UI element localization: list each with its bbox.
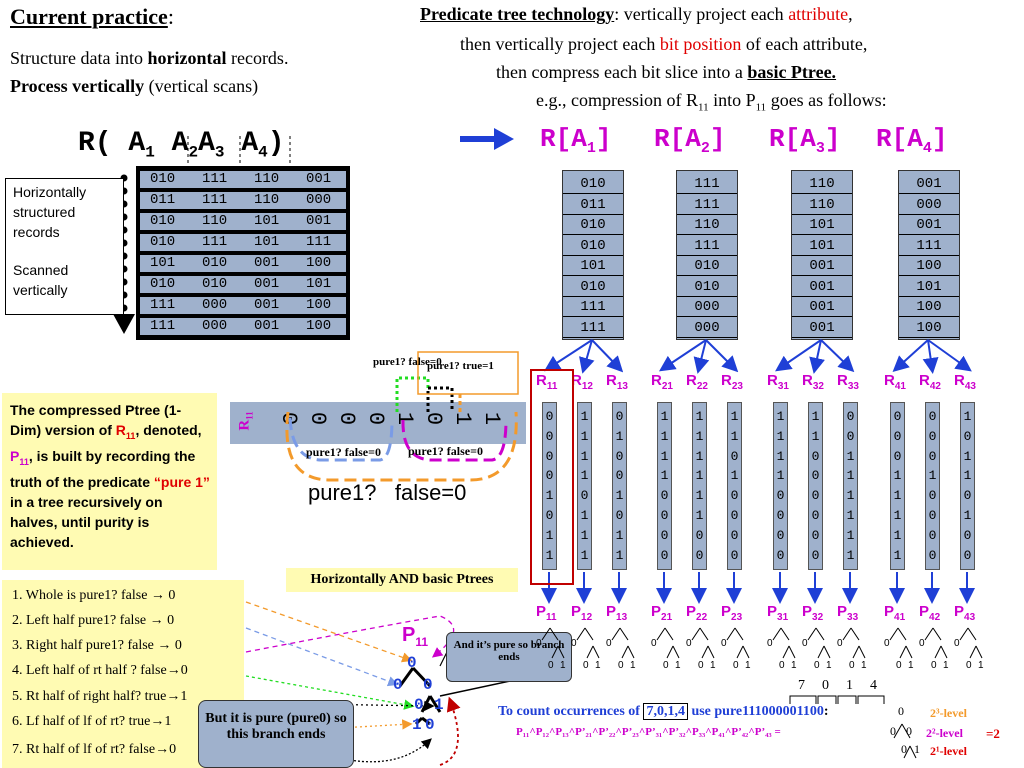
- relation-row: 101 010 001 100: [140, 255, 346, 272]
- relation-label: R( A1 A2A3 A4): [78, 128, 285, 162]
- pure1-true-label: pure1? true=1: [427, 360, 494, 372]
- relation-cell: 010: [202, 255, 228, 271]
- relation-cell: 100: [306, 318, 332, 334]
- count-line: To count occurrences of 7,0,1,4 use pure…: [498, 703, 829, 720]
- step-3: 3. Right half pure1? false → 0: [12, 638, 182, 653]
- relation-cell: 000: [202, 297, 228, 313]
- relation-cell: 001: [254, 276, 280, 292]
- pure1-left-label: pure1? false=0: [306, 445, 381, 459]
- relation-row: 111 000 001 100: [140, 297, 346, 314]
- result-node-r: 0: [906, 724, 912, 738]
- step-6: 6. Lf half of lf of rt? true→1: [12, 714, 172, 729]
- horizontal-and-label: Horizontally AND basic Ptrees: [286, 568, 518, 592]
- tree-node-left: 0: [393, 676, 403, 694]
- count-formula: P₁₁^P₁₂^P₁₃^P’₂₁^P’₂₂^P’₂₃^P’₃₁^P’₃₂^P₃₃…: [516, 726, 781, 738]
- relation-cell: 010: [150, 234, 176, 250]
- count-digit-0: 0: [822, 678, 829, 693]
- result-node-rl: 0: [901, 742, 907, 756]
- step-2: 2. Left half pure1? false → 0: [12, 613, 175, 628]
- tree-node-rlr: 0: [425, 716, 435, 734]
- relation-cell: 111: [202, 192, 228, 208]
- relation-cell: 111: [306, 234, 332, 250]
- relation-cell: 101: [254, 234, 280, 250]
- horizontal-records-note: Horizontally structured records Scanned …: [5, 178, 124, 315]
- relation-row: 010 111 110 001: [140, 171, 346, 188]
- tree-node-rl: 0: [414, 696, 424, 714]
- relation-cell: 010: [150, 171, 176, 187]
- relation-cell: 011: [150, 192, 176, 208]
- relation-cell: 001: [306, 213, 332, 229]
- level-2-2: 2²-level: [926, 726, 963, 740]
- pure1-top-label: pure1? false=0: [373, 356, 442, 368]
- ptree-tech-line2: then vertically project each bit positio…: [460, 34, 868, 54]
- result-node-root: 0: [898, 704, 904, 718]
- relation-cell: 001: [254, 297, 280, 313]
- compressed-ptree-note: The compressed Ptree (1-Dim) version of …: [2, 393, 217, 570]
- relation-cell: 111: [202, 234, 228, 250]
- result-node-l: 0: [890, 724, 896, 738]
- tree-node-rr: 1: [434, 696, 444, 714]
- relation-row: 111 000 001 100: [140, 318, 346, 335]
- r11-strip: [230, 402, 526, 444]
- relation-cell: 000: [306, 192, 332, 208]
- relation-row: 010 110 101 001: [140, 213, 346, 230]
- count-digit-1: 1: [846, 678, 853, 693]
- relation-cell: 010: [202, 276, 228, 292]
- relation-cell: 111: [202, 171, 228, 187]
- relation-cell: 001: [254, 318, 280, 334]
- tree-node-rll: 1: [412, 716, 422, 734]
- right-arrow-icon: [460, 128, 514, 150]
- callout-pure-branch: And it’s pure so branch ends: [446, 632, 572, 682]
- r11-highlight-box: [530, 369, 574, 585]
- pure1-big-label: pure1? false=0: [308, 480, 467, 505]
- relation-cell: 110: [202, 213, 228, 229]
- relation-cell: 110: [254, 192, 280, 208]
- relation-cell: 111: [150, 297, 176, 313]
- count-digit-7: 7: [798, 678, 805, 693]
- tree-node-right: 0: [423, 676, 433, 694]
- step-1: 1. Whole is pure1? false → 0: [12, 588, 176, 603]
- p11-label: P11: [402, 624, 429, 649]
- relation-cell: 000: [202, 318, 228, 334]
- relation-cell: 101: [150, 255, 176, 271]
- relation-row: 010 010 001 101: [140, 276, 346, 293]
- result-node-rr: 1: [914, 742, 920, 756]
- step-7: 7. Rt half of lf of rt? false→0: [12, 742, 177, 757]
- tree-node-root: 0: [407, 654, 417, 672]
- relation-cell: 010: [150, 213, 176, 229]
- relation-row: 011 111 110 000: [140, 192, 346, 209]
- pure1-right-label: pure1? false=0: [408, 444, 483, 458]
- level-2-1: 2¹-level: [930, 744, 967, 758]
- structure-line: Structure data into horizontal records.: [10, 48, 289, 68]
- step-4: 4. Left half of rt half ? false→0: [12, 663, 188, 678]
- relation-row: 010 111 101 111: [140, 234, 346, 251]
- relation-cell: 001: [254, 255, 280, 271]
- relation-cell: 001: [306, 171, 332, 187]
- ptree-tech-line3: then compress each bit slice into a basi…: [496, 62, 837, 82]
- current-practice-title: Current practice:: [10, 4, 174, 29]
- count-brackets: [789, 695, 885, 704]
- callout-pure0-branch: But it is pure (pure0) so this branch en…: [198, 700, 354, 768]
- result-tree-lines: [893, 723, 917, 759]
- level-2-3: 2³-level: [930, 706, 967, 720]
- count-digit-4: 4: [870, 678, 877, 693]
- relation-cell: 010: [150, 276, 176, 292]
- relation-cell: 101: [306, 276, 332, 292]
- process-line: Process vertically (vertical scans): [10, 76, 259, 96]
- relation-cell: 100: [306, 297, 332, 313]
- relation-cell: 100: [306, 255, 332, 271]
- relation-cell: 101: [254, 213, 280, 229]
- ptree-tech-line4: e.g., compression of R11 into P11 goes a…: [536, 90, 887, 114]
- ptree-tech-line1: Predicate tree technology: vertically pr…: [420, 4, 853, 24]
- p11-tree-lines: [398, 666, 442, 726]
- relation-cell: 111: [150, 318, 176, 334]
- relation-cell: 110: [254, 171, 280, 187]
- count-result: =2: [986, 726, 1000, 741]
- step-5: 5. Rt half of right half? true→1: [12, 689, 188, 704]
